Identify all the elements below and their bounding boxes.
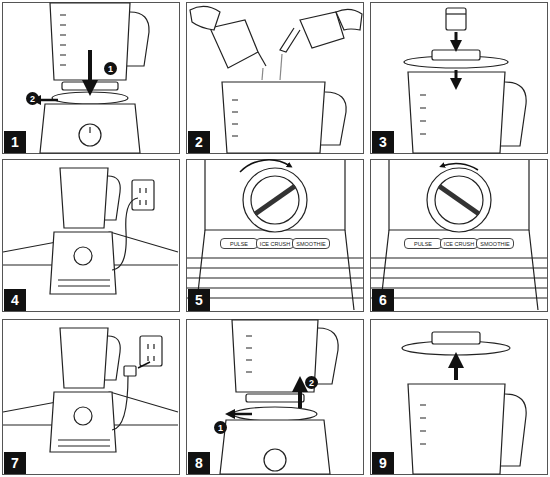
- button-label: SMOOTHIE: [292, 238, 330, 249]
- step-number: 4: [4, 289, 26, 311]
- step-number: 6: [372, 289, 394, 311]
- button-label: ICE CRUSH: [440, 238, 478, 249]
- step-number: 3: [372, 131, 394, 153]
- callout-number: 2: [305, 376, 318, 389]
- step-number: 1: [4, 131, 26, 153]
- step-number: 5: [188, 289, 210, 311]
- callout-number: 1: [214, 421, 227, 434]
- step-number: 8: [188, 452, 210, 474]
- button-label: ICE CRUSH: [256, 238, 294, 249]
- button-label: PULSE: [220, 238, 258, 249]
- callout-number: 1: [104, 62, 117, 75]
- button-label: SMOOTHIE: [476, 238, 514, 249]
- callout-number: 2: [26, 92, 39, 105]
- step-number: 9: [372, 452, 394, 474]
- step-number: 2: [188, 131, 210, 153]
- button-label: PULSE: [404, 238, 442, 249]
- step-number: 7: [4, 452, 26, 474]
